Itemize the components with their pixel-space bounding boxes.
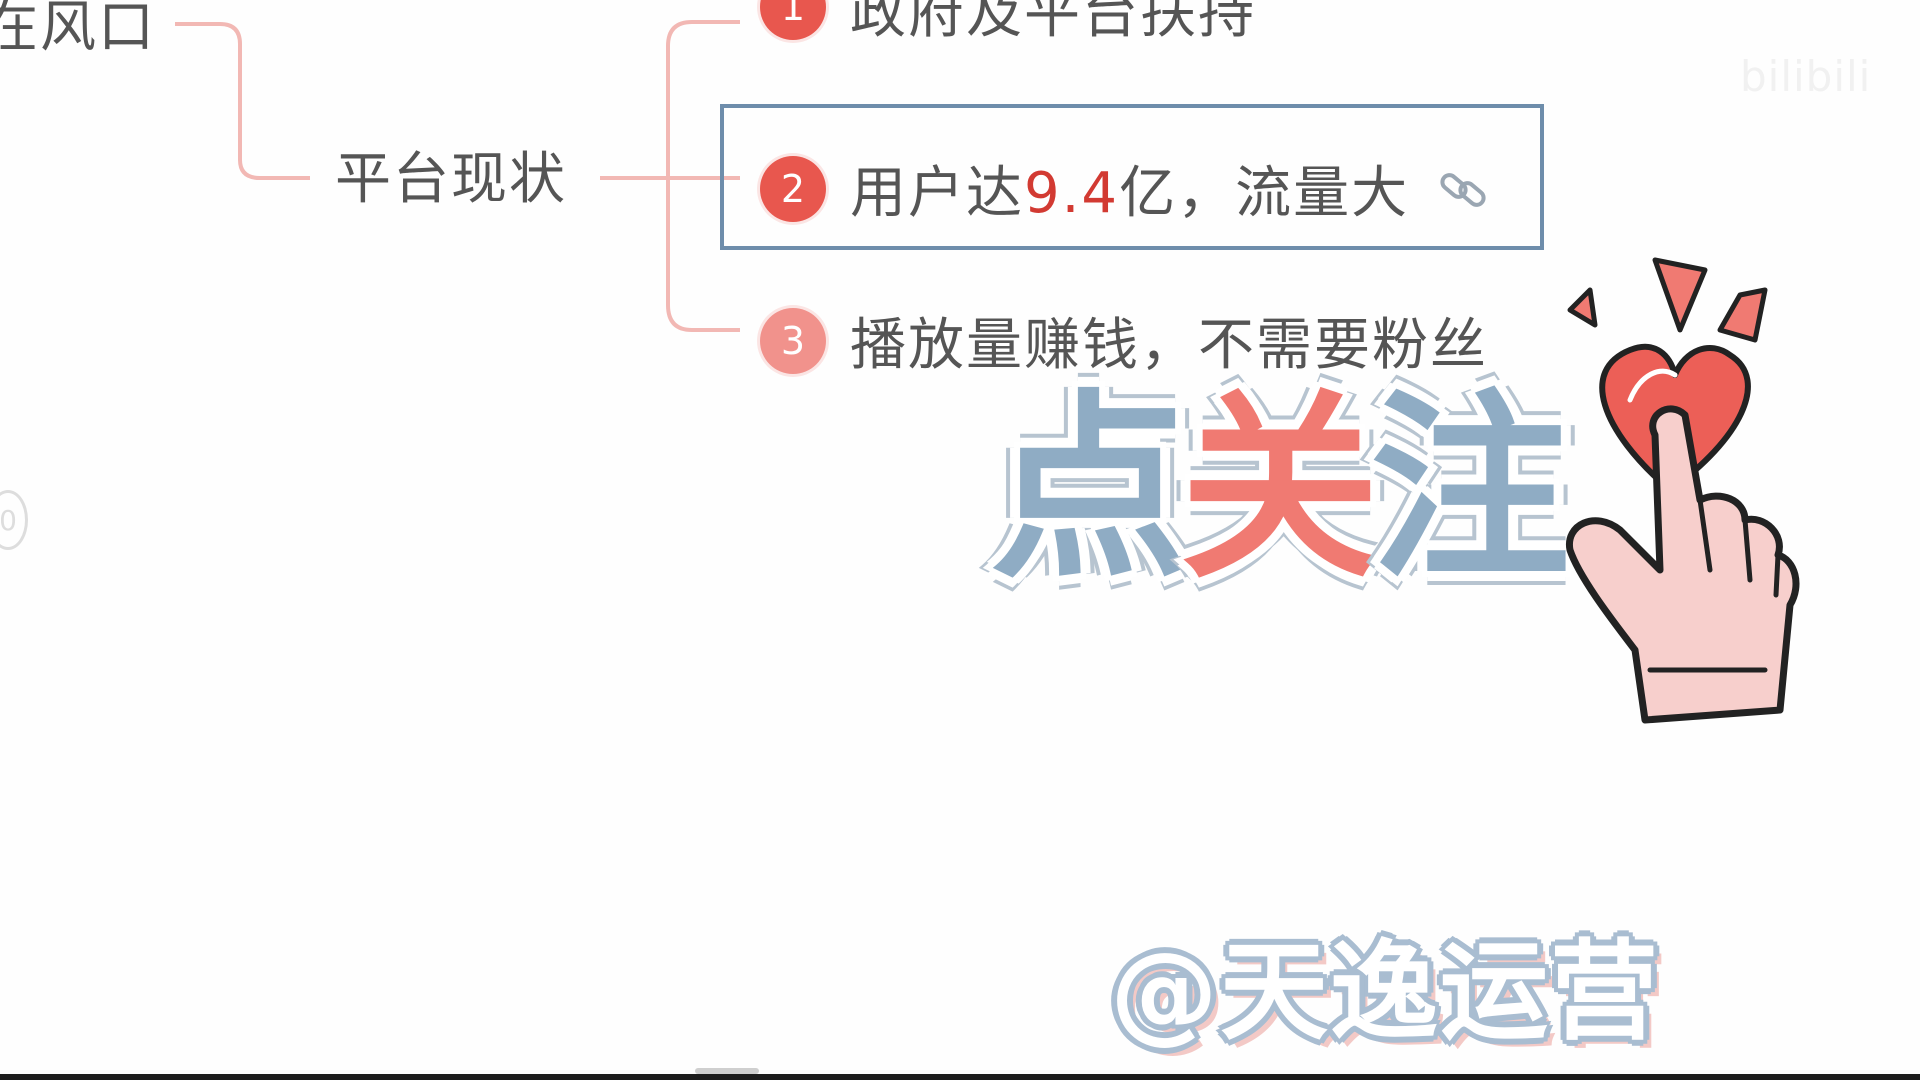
mindmap-item-1[interactable]: 1 政府及平台扶持 [760,0,1256,49]
number-badge-3: 3 [760,307,826,374]
item-1-label: 政府及平台扶持 [850,0,1256,46]
sticker-char-1: 点 [990,373,1190,606]
selected-node-outline [720,104,1544,250]
author-watermark: @天逸运营 [1110,930,1661,1055]
status-node[interactable]: 平台现状 [335,147,567,212]
bottom-scroll-thumb[interactable] [695,1068,759,1074]
follow-sticker: 点关注 [970,250,1800,740]
item-2-highlight-number: 9.4 [1024,161,1120,226]
parent-node-label: 在风口 [0,0,156,60]
bottom-scroll-track[interactable] [0,1074,1920,1080]
number-badge-2: 2 [760,155,826,222]
number-badge-1: 1 [760,0,826,40]
heart-hand-icon [1566,257,1800,724]
sticker-char-2: 关 [1180,373,1380,606]
item-3-label: 播放量赚钱，不需要粉丝 [850,313,1488,378]
follow-sticker-text: 点关注 [990,390,1570,590]
item-2-label-prefix: 用户达 [850,161,1024,226]
mindmap-item-2[interactable]: 2 用户达9.4亿，流量大 [760,148,1491,229]
item-2-label-suffix: 亿，流量大 [1119,161,1410,226]
sticker-char-3: 注 [1370,373,1570,606]
side-collapse-handle[interactable]: 0 [0,490,28,550]
parent-node[interactable]: 在风口 [0,0,174,56]
link-icon[interactable] [1435,161,1491,217]
item-2-label: 用户达9.4亿，流量大 [850,148,1409,229]
mindmap-item-3[interactable]: 3 播放量赚钱，不需要粉丝 [760,300,1488,381]
bilibili-watermark: bilibili [1740,52,1872,101]
